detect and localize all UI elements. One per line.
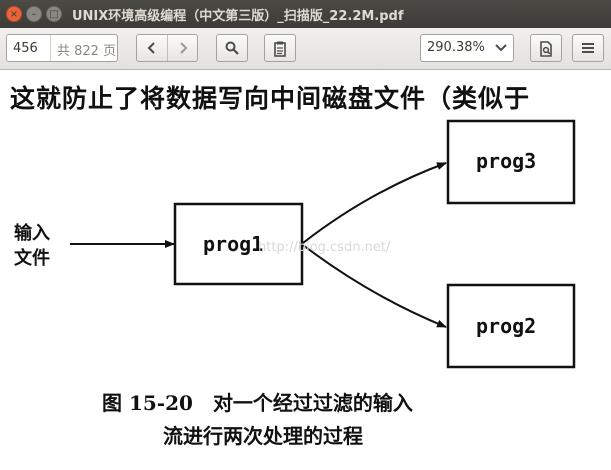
page-total-label: 共 822 页 (57, 44, 117, 59)
zoom-value: 290.38% (427, 40, 485, 55)
menu-button[interactable] (572, 34, 604, 62)
pipeline-diagram: 输入 文件 prog1 prog3 prog2 http://blog.csdn… (14, 119, 576, 369)
prog2-box (446, 283, 576, 369)
window-title: UNIX环境高级编程（中文第三版）_扫描版_22.2M.pdf (72, 9, 404, 24)
search-icon (225, 41, 239, 55)
figure-number: 图 15-20 (102, 391, 193, 415)
prog3-label: prog3 (476, 149, 536, 173)
figure-caption-line1: 图 15-20 对一个经过过滤的输入 (102, 387, 413, 416)
annotations-button[interactable] (264, 34, 296, 62)
maximize-window-button[interactable]: □ (46, 6, 62, 22)
minimize-window-button[interactable]: – (26, 6, 42, 22)
previous-page-button[interactable] (137, 35, 168, 61)
prog1-box (173, 202, 304, 286)
zoom-selector[interactable]: 290.38% (420, 34, 514, 62)
next-page-button[interactable] (168, 35, 198, 61)
document-view[interactable]: 这就防止了将数据写向中间磁盘文件（类似于 输入 文件 prog1 prog3 p… (0, 71, 611, 470)
arrow-to-prog3 (302, 162, 447, 244)
prog2-label: prog2 (476, 314, 536, 338)
watermark-text: http://blog.csdn.net/ (258, 240, 391, 255)
page-number-input[interactable] (7, 35, 51, 61)
document-text-line: 这就防止了将数据写向中间磁盘文件（类似于 (10, 84, 531, 113)
close-window-button[interactable]: × (6, 6, 22, 22)
input-file-label-line1: 输入 (14, 222, 50, 244)
menu-icon (582, 43, 594, 53)
toolbar: 共 822 页 290.38% (0, 28, 611, 70)
print-button[interactable] (530, 34, 562, 62)
chevron-right-icon (180, 42, 188, 54)
figure-caption-line2: 流进行两次处理的过程 (163, 424, 363, 448)
page-navigation-group (136, 34, 198, 62)
figure-caption-text: 对一个经过过滤的输入 (212, 391, 413, 415)
prog3-box (446, 119, 576, 205)
print-icon (540, 41, 552, 57)
arrow-to-prog2 (302, 244, 447, 328)
chevron-left-icon (147, 42, 155, 54)
prog1-label: prog1 (203, 232, 263, 256)
search-button[interactable] (216, 34, 248, 62)
page-selector: 共 822 页 (6, 34, 118, 62)
input-file-label-line2: 文件 (14, 247, 50, 269)
chevron-down-icon (495, 44, 507, 52)
title-bar: × – □ UNIX环境高级编程（中文第三版）_扫描版_22.2M.pdf (0, 0, 611, 28)
annotations-icon (274, 41, 286, 57)
